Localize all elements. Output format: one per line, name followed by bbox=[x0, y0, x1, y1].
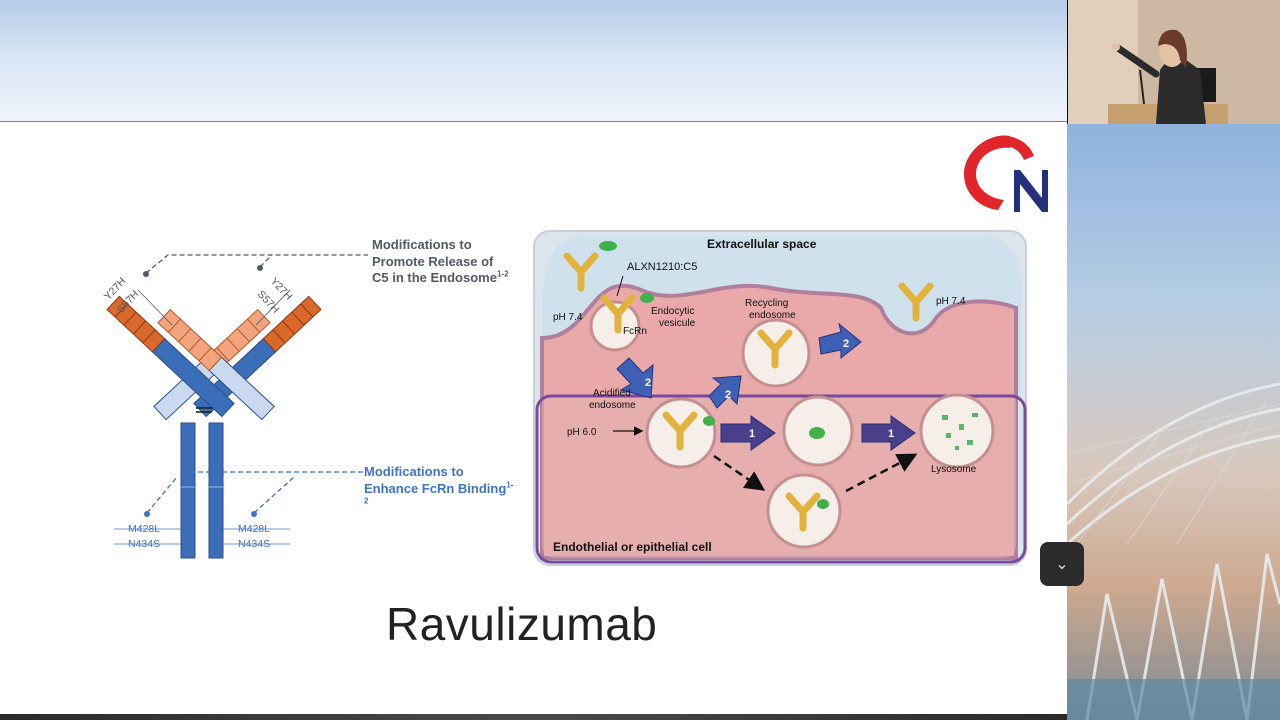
slide-bottom-strip bbox=[0, 714, 1067, 720]
step-label-1b: 1 bbox=[888, 428, 894, 440]
scroll-down-button[interactable]: ⌄ bbox=[1040, 542, 1084, 586]
label-cell: Endothelial or epithelial cell bbox=[553, 540, 712, 554]
antibody-structure-diagram bbox=[106, 254, 368, 559]
step-label-2b: 2 bbox=[725, 389, 731, 401]
label-ph-outer-left: pH 7.4 bbox=[553, 312, 583, 323]
modification-fcrn-text: Modifications to Enhance FcRn Binding bbox=[364, 464, 507, 496]
step-label-2a: 2 bbox=[645, 377, 651, 389]
presentation-slide: Y27H S57H Y27H S57H M428L N434S M428L N4… bbox=[0, 0, 1067, 720]
chevron-down-icon: ⌄ bbox=[1055, 556, 1069, 573]
mutation-label-m428l-right: M428L bbox=[238, 523, 271, 535]
label-complex: ALXN1210:C5 bbox=[627, 261, 697, 273]
logo-icon bbox=[964, 135, 1048, 212]
label-ph-inner: pH 6.0 bbox=[567, 427, 597, 438]
label-ph-outer-right: pH 7.4 bbox=[936, 296, 966, 307]
mutation-label-n434s-left: N434S bbox=[128, 538, 161, 550]
slide-header-band bbox=[0, 0, 1067, 122]
mutation-label-m428l-left: M428L bbox=[128, 523, 161, 535]
slide-title: Ravulizumab bbox=[386, 598, 658, 650]
presenter-webcam-video bbox=[1068, 0, 1280, 124]
step-label-2c: 2 bbox=[843, 338, 849, 350]
step-label-1a: 1 bbox=[749, 428, 755, 440]
label-lysosome: Lysosome bbox=[931, 464, 977, 475]
mutation-label-n434s-right: N434S bbox=[238, 538, 271, 550]
label-fcrn: FcRn bbox=[623, 326, 647, 337]
modification-label-fcrn-binding: Modifications to Enhance FcRn Binding1-2 bbox=[364, 464, 514, 514]
label-extracellular-space: Extracellular space bbox=[707, 237, 817, 251]
modification-c5-text: Modifications to Promote Release of C5 i… bbox=[372, 237, 497, 285]
modification-c5-ref: 1-2 bbox=[496, 269, 509, 279]
background-photo bbox=[1067, 124, 1280, 720]
modification-fcrn-ref: 1-2 bbox=[364, 480, 514, 506]
fcrn-recycling-cell-diagram: Extracellular space ALXN1210:C5 pH 7.4 p… bbox=[533, 230, 1027, 566]
modification-label-c5-release: Modifications to Promote Release of C5 i… bbox=[372, 237, 512, 287]
